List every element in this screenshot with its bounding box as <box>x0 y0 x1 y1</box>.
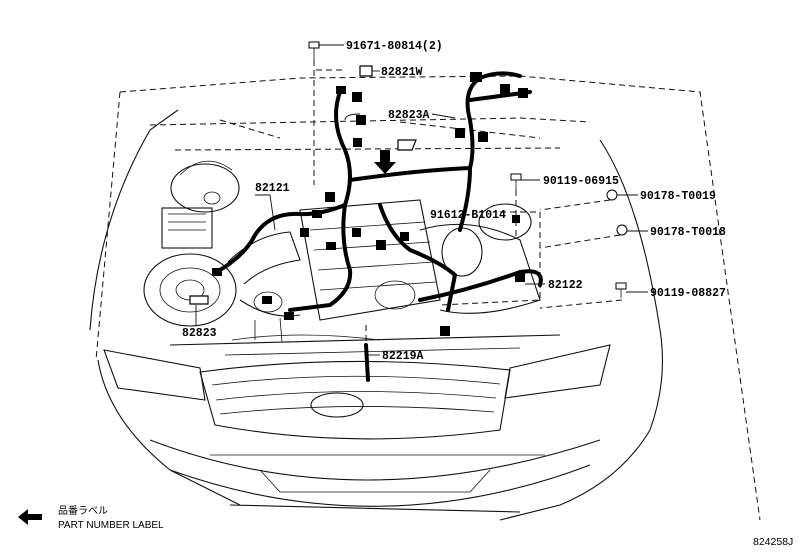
wiring-harness <box>212 71 543 382</box>
part-label-82122: 82122 <box>548 279 583 292</box>
part-number-label-icons <box>189 65 417 305</box>
part-label-90119-06915: 90119-06915 <box>543 175 619 188</box>
part-label-82219A: 82219A <box>382 350 424 363</box>
part-label-91612-B1014: 91612-B1014 <box>430 209 506 222</box>
part-label-82121: 82121 <box>255 182 290 195</box>
nut-icon <box>606 189 618 201</box>
part-label-82823: 82823 <box>182 327 217 340</box>
legend: 品番ラベル PART NUMBER LABEL <box>18 505 164 531</box>
part-label-82823A: 82823A <box>388 109 430 122</box>
diagram-code: 824258J <box>753 536 793 548</box>
leader-lines <box>195 44 648 356</box>
legend-label-japanese: 品番ラベル <box>58 505 108 517</box>
part-label-90119-08827: 90119-08827 <box>650 287 726 300</box>
legend-label-english: PART NUMBER LABEL <box>58 520 164 531</box>
part-label-90178-T0019: 90178-T0019 <box>640 190 716 203</box>
down-arrow-icon <box>374 150 396 174</box>
bolt-icon <box>510 173 522 190</box>
bolt-icon <box>615 282 627 298</box>
fasteners <box>308 41 628 298</box>
part-label-90178-T0018: 90178-T0018 <box>650 226 726 239</box>
left-arrow-icon <box>18 509 42 525</box>
part-label-82821W: 82821W <box>381 66 423 79</box>
part-labels: 91671-80814(2) 82821W 82823A 90119-06915… <box>182 40 726 363</box>
part-label-91671-80814: 91671-80814(2) <box>346 40 443 53</box>
nut-icon <box>616 224 628 236</box>
engine-components <box>143 160 541 343</box>
bolt-icon <box>308 41 320 60</box>
